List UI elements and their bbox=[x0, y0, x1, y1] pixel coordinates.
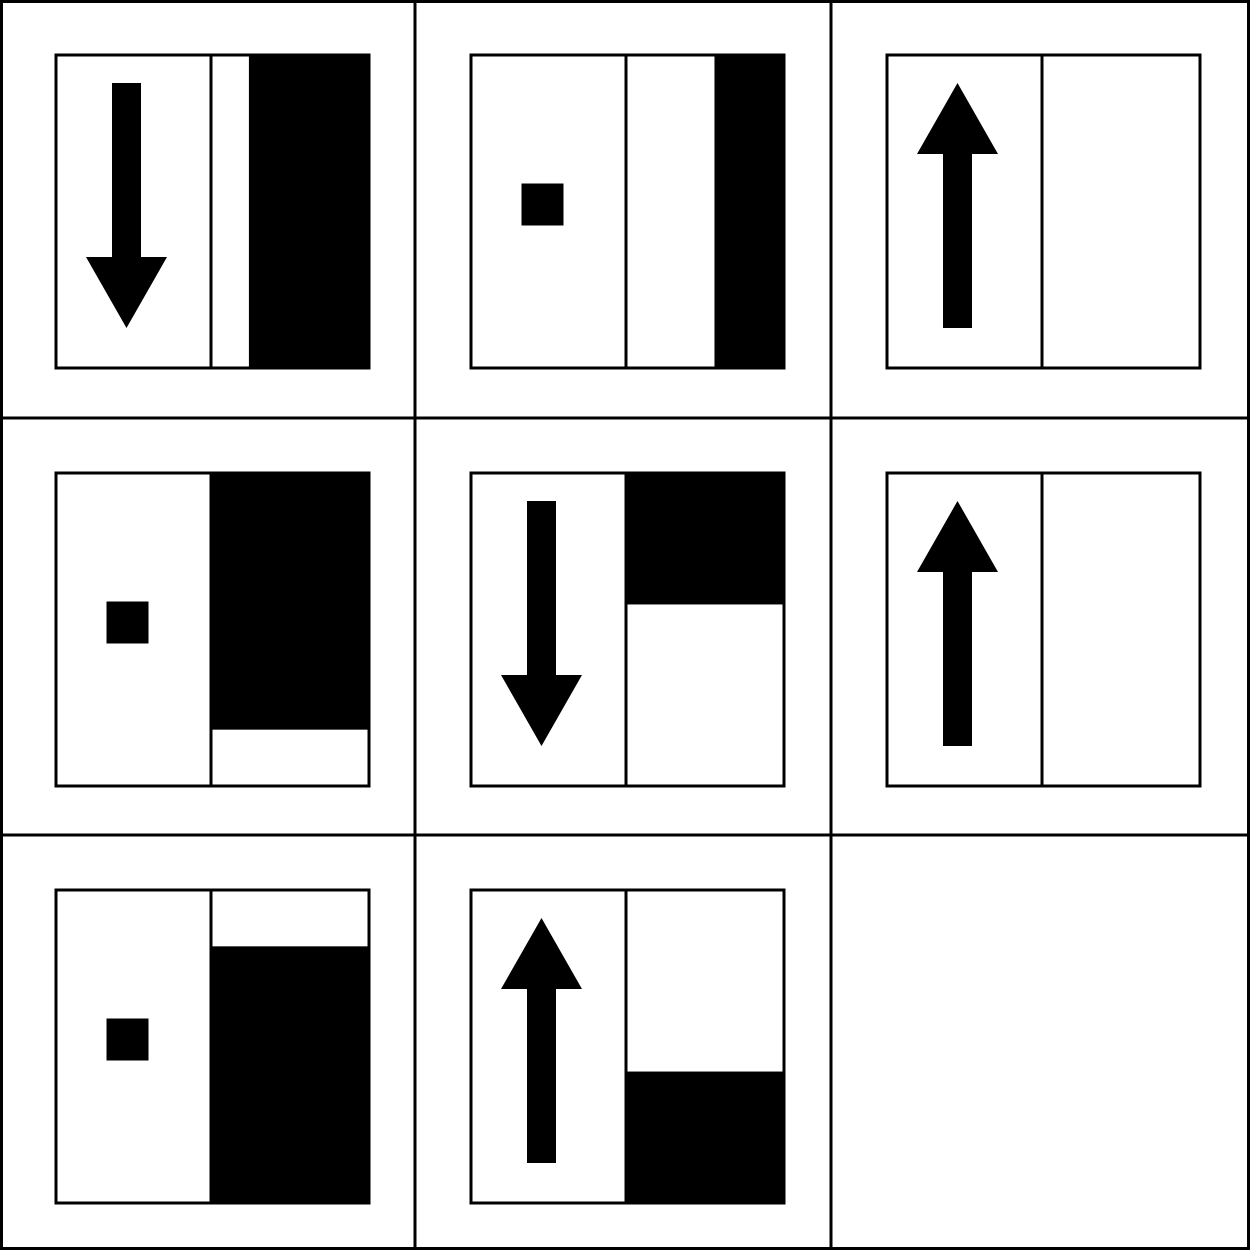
puzzle-cell bbox=[469, 888, 786, 1205]
arrow-up-icon bbox=[917, 501, 998, 746]
puzzle-cell bbox=[54, 471, 371, 788]
puzzle-cell bbox=[885, 53, 1202, 370]
square-icon bbox=[521, 183, 564, 226]
puzzle-cell bbox=[54, 888, 371, 1205]
panel-fill bbox=[714, 55, 784, 368]
panel-fill bbox=[211, 473, 369, 730]
arrow-up-icon bbox=[501, 918, 582, 1163]
puzzle-cell bbox=[469, 471, 786, 788]
arrow-down-icon bbox=[501, 501, 582, 746]
puzzle-cell bbox=[469, 53, 786, 370]
square-icon bbox=[106, 1018, 149, 1061]
panel-fill bbox=[626, 1071, 784, 1203]
square-icon bbox=[106, 601, 149, 644]
arrow-down-icon bbox=[86, 83, 167, 328]
panel-fill bbox=[211, 946, 369, 1203]
puzzle-cell bbox=[885, 471, 1202, 788]
panel-fill bbox=[248, 55, 369, 368]
panel-fill bbox=[626, 473, 784, 605]
arrow-up-icon bbox=[917, 83, 998, 328]
puzzle-cell bbox=[54, 53, 371, 370]
